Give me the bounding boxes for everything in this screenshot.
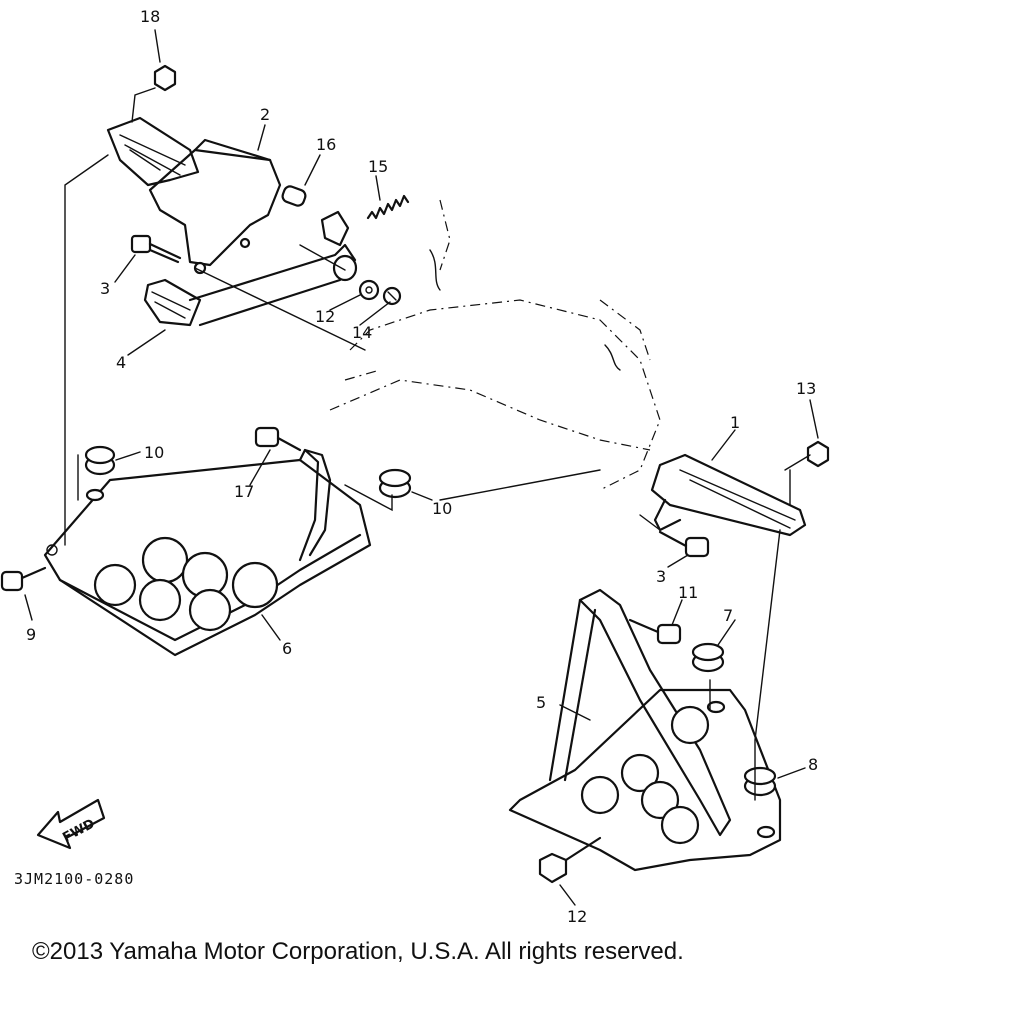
callout-3-right: 3	[656, 567, 666, 586]
right-footrest	[650, 453, 807, 537]
callout-2: 2	[260, 105, 270, 124]
bolt-3-right	[658, 530, 710, 558]
grommet-10-upper	[691, 642, 725, 673]
frame-outline	[329, 199, 661, 491]
callout-6: 14	[352, 323, 372, 342]
callout-10-lower: 8	[808, 755, 818, 774]
bolt-14	[538, 836, 602, 884]
grommet-12-right	[378, 468, 412, 499]
bolt-3-left	[130, 234, 182, 264]
callouts: 18 2 16 15 3 12 14 4 10 17 10 9 6 1 13 3…	[26, 7, 818, 926]
spring-7	[366, 194, 410, 220]
left-foot-guard	[43, 448, 372, 657]
callout-12-right: 10	[432, 499, 452, 518]
grommet-10-lower	[743, 766, 777, 797]
washer-5	[358, 279, 380, 301]
callout-15: 13	[796, 379, 816, 398]
nut-18	[153, 64, 177, 92]
bolt-17	[0, 566, 47, 592]
leader-lines	[24, 29, 819, 906]
callout-17: 9	[26, 625, 36, 644]
right-foot-guard	[508, 588, 782, 872]
callout-12-left: 10	[144, 443, 164, 462]
pin-8	[281, 185, 307, 207]
callout-8: 16	[316, 135, 336, 154]
callout-9: 5	[536, 693, 546, 712]
callout-5: 12	[315, 307, 335, 326]
callout-1: 1	[730, 413, 740, 432]
copyright-notice: ©2013 Yamaha Motor Corporation, U.S.A. A…	[32, 938, 684, 965]
callout-4: 4	[116, 353, 126, 372]
drawing-code: 3JM2100-0280	[14, 870, 134, 888]
callout-10-upper: 7	[723, 606, 733, 625]
grommet-12-left	[84, 445, 116, 476]
bolt-13	[628, 618, 682, 645]
callout-14: 12	[567, 907, 587, 926]
nut-6	[382, 286, 402, 306]
left-footrest-bracket	[106, 116, 282, 275]
callout-7: 15	[368, 157, 388, 176]
bolt-16	[254, 426, 302, 452]
callout-18: 18	[140, 7, 160, 26]
callout-3-left: 3	[100, 279, 110, 298]
forward-direction-arrow: FWD	[36, 798, 106, 850]
nut-15	[806, 440, 830, 468]
callout-16: 17	[234, 482, 254, 501]
callout-13: 11	[678, 583, 698, 602]
brake-pedal	[143, 210, 358, 327]
callout-11: 6	[282, 639, 292, 658]
